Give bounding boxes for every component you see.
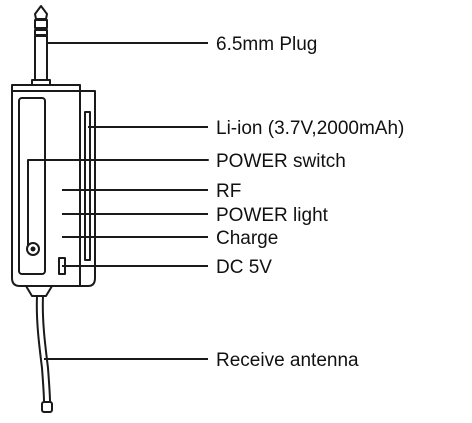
rf-label: RF [216, 181, 241, 202]
plug-icon [31, 5, 51, 86]
antenna-icon [35, 295, 53, 413]
charge-label: Charge [216, 228, 278, 249]
power-switch-leader [27, 159, 209, 246]
antenna-label: Receive antenna [216, 350, 359, 371]
dc-label: DC 5V [216, 257, 272, 278]
battery-label: Li-ion (3.7V,2000mAh) [216, 118, 404, 139]
plug-label: 6.5mm Plug [216, 34, 317, 55]
receiver-body-icon [11, 84, 96, 297]
power-light-label: POWER light [216, 205, 329, 226]
power-switch-label: POWER switch [216, 151, 346, 172]
